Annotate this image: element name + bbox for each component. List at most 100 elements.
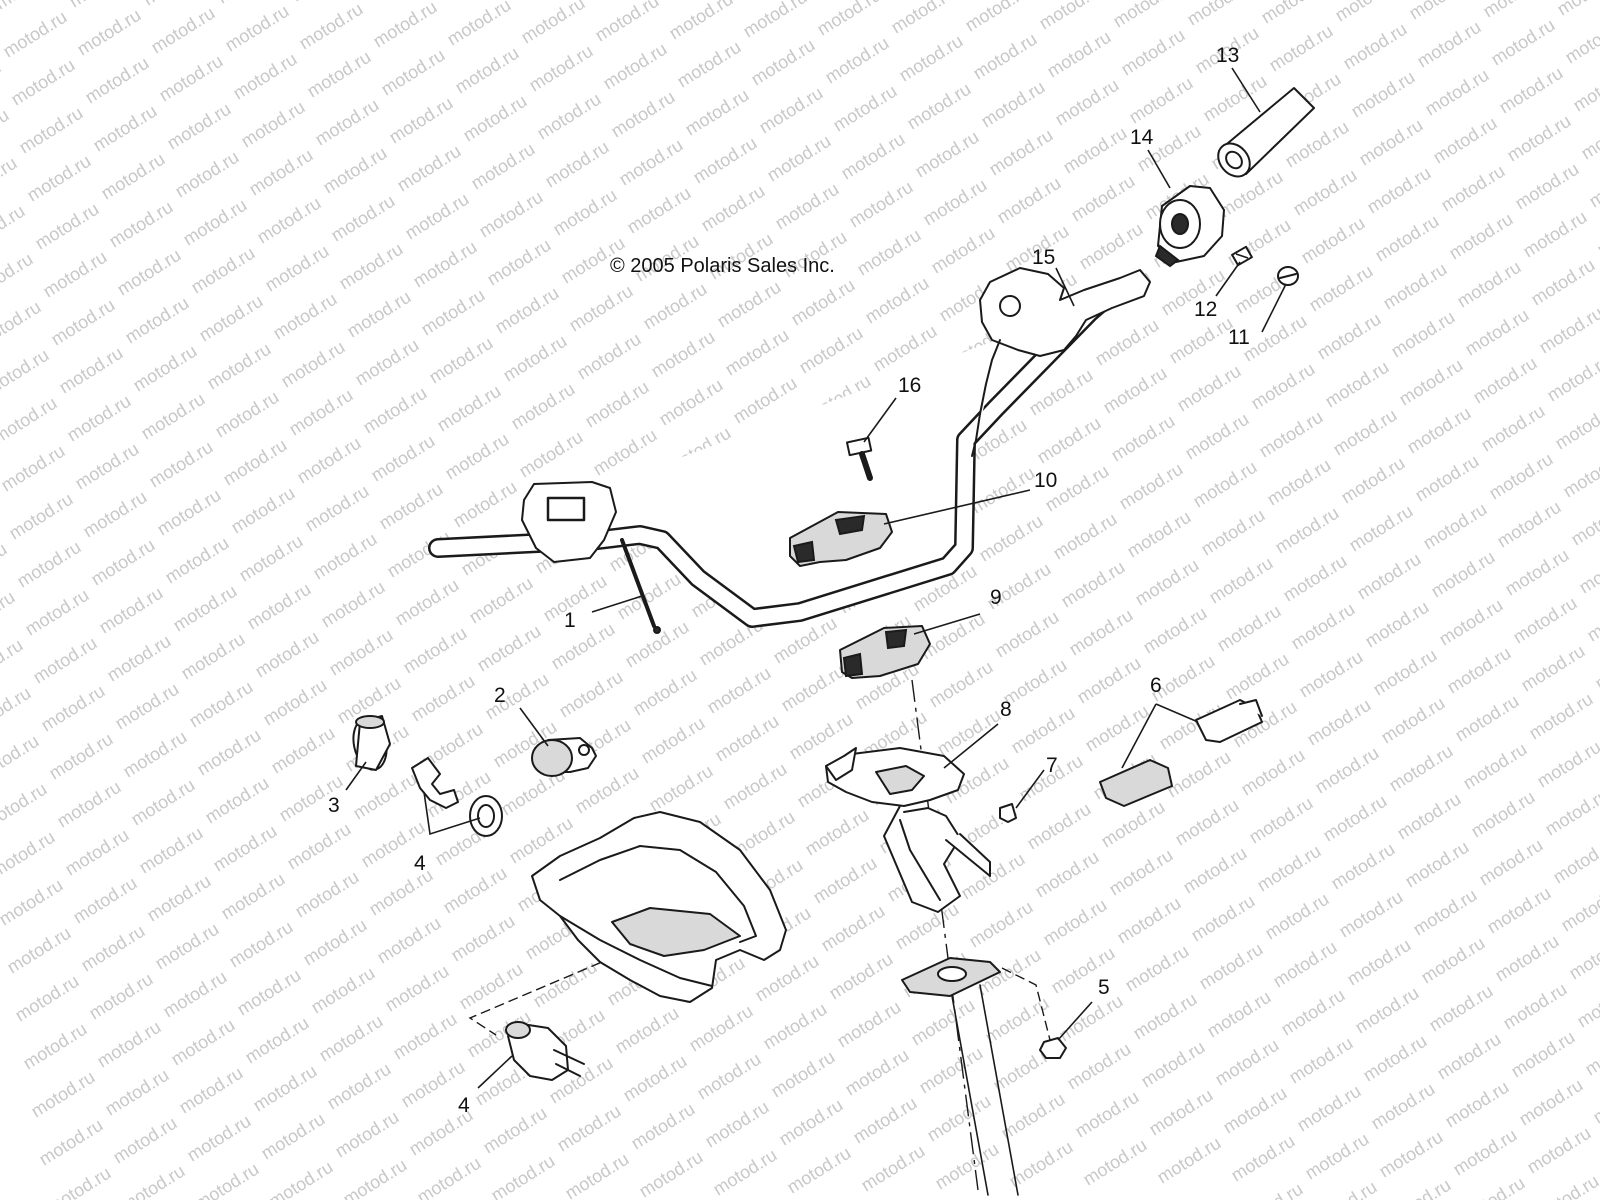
part-4-key-and-ring	[411, 757, 503, 837]
watermark-text: motod.ru	[270, 289, 341, 344]
watermark-text: motod.ru	[1360, 1031, 1431, 1086]
watermark-text: motod.ru	[1438, 161, 1509, 216]
watermark-text: motod.ru	[554, 1101, 625, 1156]
watermark-text: motod.ru	[324, 1059, 395, 1114]
watermark-text: motod.ru	[360, 383, 431, 438]
watermark-text: motod.ru	[304, 47, 375, 102]
watermark-text: motod.ru	[1052, 75, 1123, 130]
watermark-text: motod.ru	[1348, 67, 1419, 122]
watermark-text: motod.ru	[854, 225, 925, 280]
watermark-text: motod.ru	[1224, 215, 1295, 270]
watermark-text: motod.ru	[838, 129, 909, 184]
watermark-text: motod.ru	[1034, 413, 1105, 468]
watermark-text: motod.ru	[1058, 557, 1129, 612]
watermark-text: motod.ru	[1138, 1037, 1209, 1092]
watermark-text: motod.ru	[118, 1161, 189, 1200]
watermark-text: motod.ru	[1362, 597, 1433, 652]
watermark-text: motod.ru	[508, 379, 579, 434]
watermark-text: motod.ru	[656, 375, 727, 430]
watermark-text: motod.ru	[32, 199, 103, 254]
watermark-text: motod.ru	[1354, 549, 1425, 604]
watermark-text: motod.ru	[476, 187, 547, 242]
watermark-text: motod.ru	[1406, 0, 1477, 23]
watermark-text: motod.ru	[0, 731, 42, 786]
part-1-cable-tie	[620, 538, 661, 634]
watermark-text: motod.ru	[1008, 703, 1079, 758]
watermark-text: motod.ru	[720, 759, 791, 814]
watermark-text: motod.ru	[284, 819, 355, 874]
watermark-text: motod.ru	[1082, 701, 1153, 756]
watermark-text: motod.ru	[1414, 17, 1485, 72]
watermark-text: motod.ru	[70, 873, 141, 928]
watermark-text: motod.ru	[582, 377, 653, 432]
watermark-text: motod.ru	[542, 137, 613, 192]
watermark-text: motod.ru	[400, 623, 471, 678]
watermark-text: motod.ru	[1132, 555, 1203, 610]
steering-plate	[901, 957, 1001, 997]
watermark-text: motod.ru	[712, 711, 783, 766]
watermark-text: motod.ru	[1468, 787, 1539, 842]
watermark-text: motod.ru	[154, 485, 225, 540]
watermark-text: motod.ru	[22, 585, 93, 640]
watermark-text: motod.ru	[234, 965, 305, 1020]
watermark-text: motod.ru	[826, 949, 897, 1004]
watermark-text: motod.ru	[1024, 799, 1095, 854]
watermark-text: motod.ru	[156, 51, 227, 106]
part-7-bolt	[999, 803, 1017, 823]
watermark-text: motod.ru	[418, 285, 489, 340]
watermark-text: motod.ru	[1504, 111, 1575, 166]
watermark-text: motod.ru	[1378, 693, 1449, 748]
watermark-text: motod.ru	[1076, 219, 1147, 274]
watermark-text: motod.ru	[1592, 639, 1600, 694]
watermark-text: motod.ru	[1072, 1087, 1143, 1142]
watermark-text: motod.ru	[1256, 407, 1327, 462]
watermark-text: motod.ru	[1344, 935, 1415, 990]
watermark-text: motod.ru	[802, 805, 873, 860]
watermark-text: motod.ru	[120, 727, 191, 782]
watermark-text: motod.ru	[452, 43, 523, 98]
watermark-text: motod.ru	[1126, 73, 1197, 128]
watermark-text: motod.ru	[600, 39, 671, 94]
watermark-text: motod.ru	[1494, 497, 1565, 552]
watermark-text: motod.ru	[310, 529, 381, 584]
watermark-text: motod.ru	[246, 145, 317, 200]
watermark-text: motod.ru	[1578, 109, 1600, 164]
watermark-text: motod.ru	[994, 173, 1065, 228]
watermark-text: motod.ru	[572, 763, 643, 818]
watermark-text: motod.ru	[336, 239, 407, 294]
watermark-text: motod.ru	[98, 149, 169, 204]
watermark-text: motod.ru	[96, 583, 167, 638]
watermark-text: motod.ru	[1092, 315, 1163, 370]
watermark-text: motod.ru	[1266, 21, 1337, 76]
watermark-text: motod.ru	[56, 343, 127, 398]
watermark-text: motod.ru	[1130, 989, 1201, 1044]
watermark-text: motod.ru	[90, 101, 161, 156]
watermark-text: motod.ru	[326, 625, 397, 680]
watermark-text: motod.ru	[466, 573, 537, 628]
watermark-text: motod.ru	[850, 1093, 921, 1148]
watermark-text: motod.ru	[1164, 747, 1235, 802]
watermark-text: motod.ru	[180, 195, 251, 250]
watermark-text: motod.ru	[1356, 115, 1427, 170]
callout-11: 11	[1228, 326, 1250, 349]
callout-2: 2	[494, 684, 506, 707]
watermark-text: motod.ru	[220, 435, 291, 490]
watermark-text: motod.ru	[518, 0, 589, 47]
watermark-text: motod.ru	[1370, 645, 1441, 700]
watermark-text: motod.ru	[666, 0, 737, 43]
watermark-text: motod.ru	[1188, 891, 1259, 946]
watermark-text: motod.ru	[0, 105, 12, 160]
watermark-text: motod.ru	[1056, 991, 1127, 1046]
watermark-text: motod.ru	[302, 481, 373, 536]
watermark-text: motod.ru	[1524, 1123, 1595, 1178]
watermark-text: motod.ru	[0, 201, 28, 256]
watermark-text: motod.ru	[1122, 941, 1193, 996]
watermark-text: motod.ru	[978, 77, 1049, 132]
watermark-text: motod.ru	[0, 875, 66, 930]
callout-7: 7	[1046, 754, 1058, 777]
watermark-text: motod.ru	[1434, 1029, 1505, 1084]
watermark-text: motod.ru	[250, 1061, 321, 1116]
watermark-text: motod.ru	[408, 671, 479, 726]
watermark-text: motod.ru	[374, 913, 445, 968]
watermark-text: motod.ru	[1222, 649, 1293, 704]
